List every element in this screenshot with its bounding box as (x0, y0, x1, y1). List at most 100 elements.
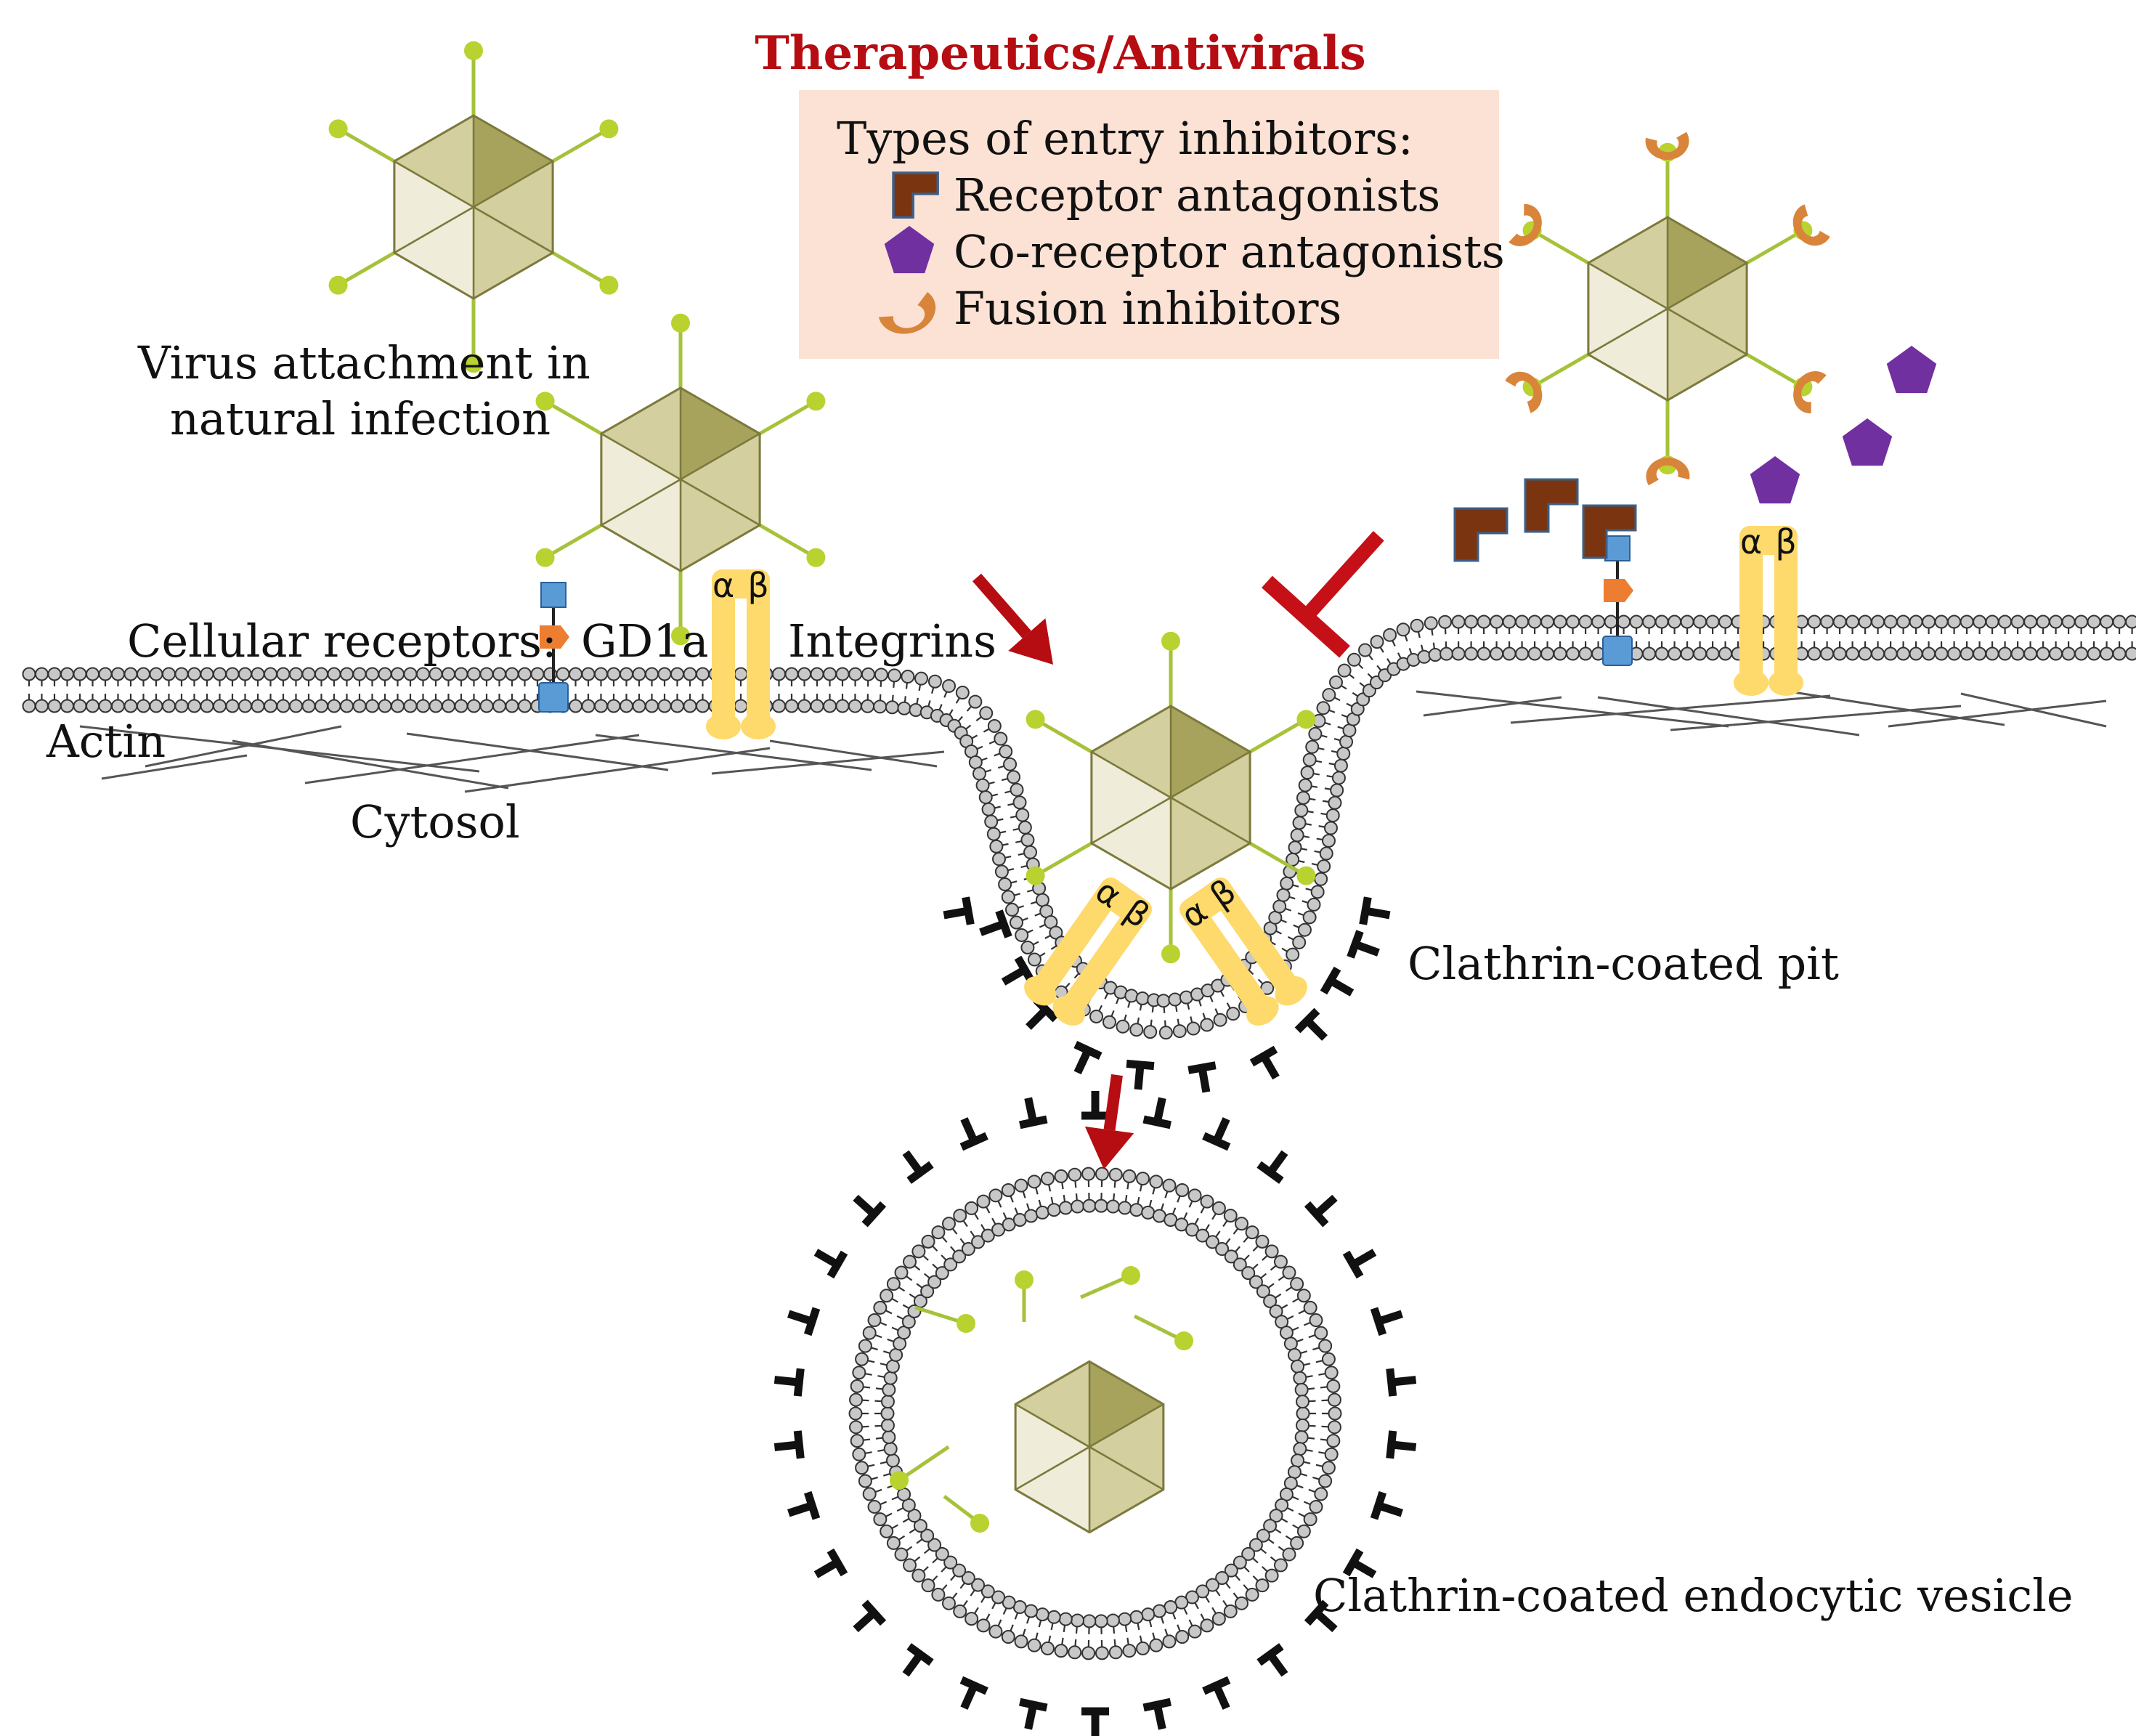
lipid-head (1629, 615, 1644, 629)
lipid-head (467, 699, 481, 713)
lipid-head (620, 699, 633, 713)
integrin-subunit (1210, 880, 1298, 994)
lipid-head (1339, 734, 1354, 749)
fiber-knob (328, 275, 348, 295)
inhibition-stem (1302, 530, 1384, 620)
fiber-shaft (337, 127, 396, 163)
lipid-head (1490, 615, 1504, 629)
lipid-head (1027, 1638, 1041, 1652)
integrin-subunit (1739, 530, 1763, 683)
integrin-foot (1769, 670, 1803, 696)
lipid-head (123, 699, 138, 713)
clathrin-stem (902, 1652, 924, 1677)
clathrin-stem (1198, 1067, 1211, 1093)
lipid-head (1195, 1228, 1210, 1243)
lipid-head (174, 699, 189, 713)
lipid-head (880, 1395, 895, 1409)
clathrin-triskelion (1026, 997, 1059, 1030)
crescent-shape (1508, 203, 1542, 246)
clathrin-triskelion (1347, 930, 1380, 959)
fusion-inhibitor-icon (1792, 204, 1830, 246)
lipid-head (86, 667, 100, 681)
clathrin-stem (979, 920, 1005, 936)
lipid-head (1307, 897, 1321, 912)
lipid-head (1224, 1563, 1238, 1578)
lipid-head (1303, 1300, 1317, 1315)
lipid-head (1858, 615, 1872, 629)
receptor-antagonist-icon (892, 171, 939, 219)
lipid-head (670, 667, 684, 681)
clathrin-triskelion (1304, 1194, 1338, 1228)
lipid-head (1845, 615, 1860, 629)
lipid-head (953, 1209, 967, 1223)
pentagon-shape (1842, 418, 1893, 466)
lipid-head (852, 1366, 866, 1380)
lipid-head (2023, 646, 2038, 661)
lipid-head (1108, 1167, 1123, 1182)
lipid-head (909, 703, 923, 718)
lipid-head (1122, 1644, 1137, 1658)
lipid-head (696, 699, 710, 713)
lipid-head (1027, 952, 1041, 967)
lipid-head (1327, 1420, 1341, 1435)
clathrin-bar (793, 1430, 805, 1459)
lipid-head (429, 699, 443, 713)
clathrin-stem (1024, 1097, 1038, 1124)
lipid-head (1298, 778, 1312, 792)
lipid-head (1149, 1638, 1164, 1652)
lipid-head (1287, 1465, 1302, 1480)
lipid-head (1314, 1326, 1328, 1340)
lipid-head (1321, 833, 1336, 848)
lipid-head (352, 667, 367, 681)
pentagon-shape (884, 226, 935, 274)
lipid-head (998, 877, 1012, 891)
fusion-inhibitor-icon (1793, 371, 1827, 414)
lipid-head (971, 1235, 986, 1249)
lipid-head (1439, 646, 1454, 661)
lipid-head (994, 731, 1008, 746)
clathrin-triskelion (1256, 1150, 1288, 1184)
legend-panel (799, 90, 1499, 359)
lipid-head (850, 1434, 864, 1448)
clathrin-stem (1153, 1703, 1166, 1730)
lipid-head (1054, 1169, 1068, 1183)
lipid-head (594, 667, 608, 681)
lipid-head (314, 699, 328, 713)
fiber-knob (957, 1314, 975, 1333)
clathrin-stem (1212, 1117, 1230, 1143)
lipid-head (1035, 1607, 1049, 1622)
lipid-head (1337, 663, 1352, 678)
lipid-head (882, 1382, 896, 1397)
lipid-head (403, 667, 418, 681)
lipid-head (971, 1578, 986, 1592)
lipid-head (1820, 615, 1835, 629)
lipid-head (530, 667, 545, 681)
clathrin-triskelion (1142, 1698, 1171, 1730)
lipid-head (378, 699, 392, 713)
lipid-head (1871, 615, 1885, 629)
lipid-head (1318, 1474, 1333, 1488)
clathrin-stem (1351, 1559, 1377, 1578)
lipid-head (1693, 615, 1707, 629)
lipid-head (1129, 1023, 1144, 1037)
lipid-head (581, 699, 596, 713)
clathrin-triskelion (1249, 1045, 1280, 1080)
lipid-head (989, 839, 1004, 853)
clathrin-triskelion (902, 1150, 934, 1184)
lipid-head (1845, 646, 1860, 661)
lipid-head (1290, 828, 1304, 843)
lipid-head (683, 667, 697, 681)
lipid-head (1263, 1519, 1278, 1533)
arrow-head (1084, 1126, 1134, 1169)
lipid-head (174, 667, 189, 681)
lipid-head (340, 699, 354, 713)
lipid-head (378, 667, 392, 681)
lipid-head (862, 1326, 877, 1340)
lipid-head (1095, 1646, 1109, 1660)
lipid-head (569, 667, 582, 681)
lipid-head (1175, 1183, 1190, 1197)
lipid-head (2100, 646, 2114, 661)
lipid-head (276, 699, 291, 713)
